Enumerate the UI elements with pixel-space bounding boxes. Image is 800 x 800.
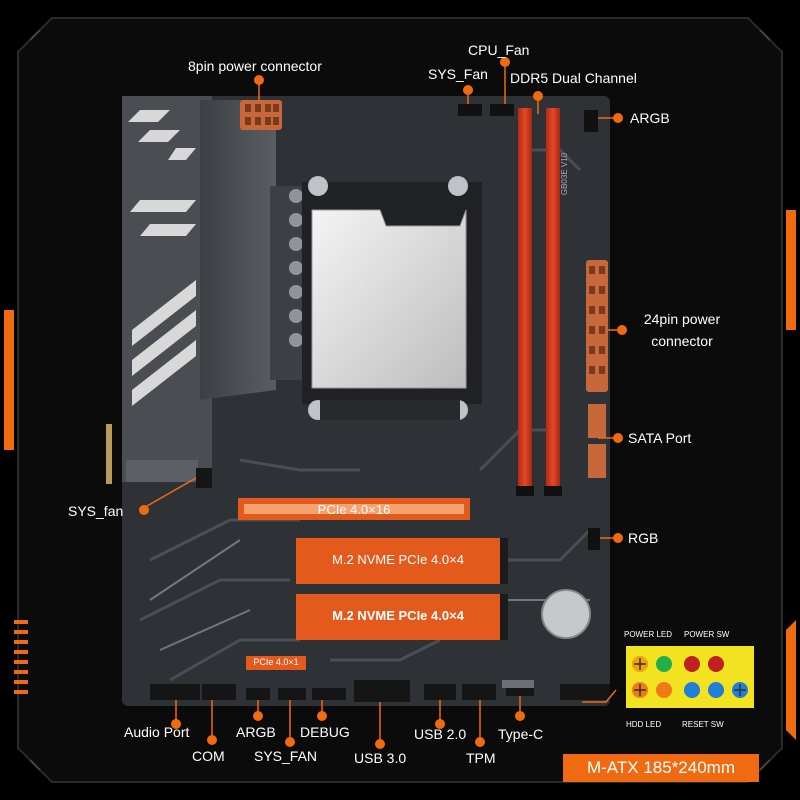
label-typec: Type-C [498, 726, 544, 742]
label-argb-right: ARGB [630, 110, 670, 126]
board-model: GB03E V10 [560, 152, 569, 196]
label-sata: SATA Port [628, 430, 692, 446]
top-fan-headers [458, 104, 514, 116]
ram-slots [516, 108, 562, 496]
fp-hdd-led: HDD LED [626, 720, 662, 729]
pcie-x16-label: PCIe 4.0×16 [317, 502, 391, 517]
label-sys-fan-bottom: SYS_FAN [254, 748, 318, 764]
fp-reset-sw: RESET SW [682, 720, 724, 729]
fp-power-sw: POWER SW [684, 630, 730, 639]
fp-power-led: POWER LED [624, 630, 673, 639]
m2-slots [296, 538, 508, 640]
sata-ports [588, 404, 606, 478]
pcie-x1-label: PCIe 4.0×1 [253, 657, 299, 667]
label-ddr5: DDR5 Dual Channel [510, 70, 637, 86]
label-cpu-fan: CPU_Fan [468, 42, 530, 58]
io-heatsink [106, 96, 276, 484]
argb-header [584, 110, 598, 132]
form-factor-badge: M-ATX 185*240mm [563, 754, 759, 782]
board-brand: GRYING 硕 [448, 225, 459, 279]
label-usb2: USB 2.0 [414, 726, 467, 742]
label-sys-fan-top: SYS_Fan [428, 66, 488, 82]
label-sys-fan-left: SYS_fan [68, 503, 124, 519]
label-tpm: TPM [466, 750, 496, 766]
label-24pin-line2: connector [651, 333, 713, 349]
label-argb-bottom: ARGB [236, 724, 276, 740]
front-panel-legend [626, 646, 754, 708]
leader-dots [139, 57, 627, 749]
label-usb3: USB 3.0 [354, 750, 407, 766]
label-24pin-line1: 24pin power [643, 311, 721, 327]
label-audio: Audio Port [124, 724, 190, 740]
cpu-socket [302, 176, 482, 420]
label-com: COM [192, 748, 225, 764]
m2-slot1-label: M.2 NVME PCIe 4.0×4 [332, 552, 464, 567]
label-24pin: 24pin power connector [630, 311, 734, 349]
pcie-x1-slot [246, 656, 306, 670]
8pin-connector [240, 100, 282, 130]
rgb-header [588, 528, 600, 550]
24pin-connector [586, 260, 608, 392]
bottom-headers [150, 680, 610, 702]
m2-slot2-label: M.2 NVME PCIe 4.0×4 [332, 608, 464, 623]
label-debug: DEBUG [300, 724, 350, 740]
front-panel-text: POWER LED POWER SW HDD LED RESET SW [618, 622, 768, 732]
cmos-battery [541, 589, 591, 639]
label-8pin: 8pin power connector [188, 58, 322, 74]
pcie-x16-slot [238, 498, 470, 520]
label-rgb: RGB [628, 530, 659, 546]
vrm-heatsink [270, 186, 308, 380]
